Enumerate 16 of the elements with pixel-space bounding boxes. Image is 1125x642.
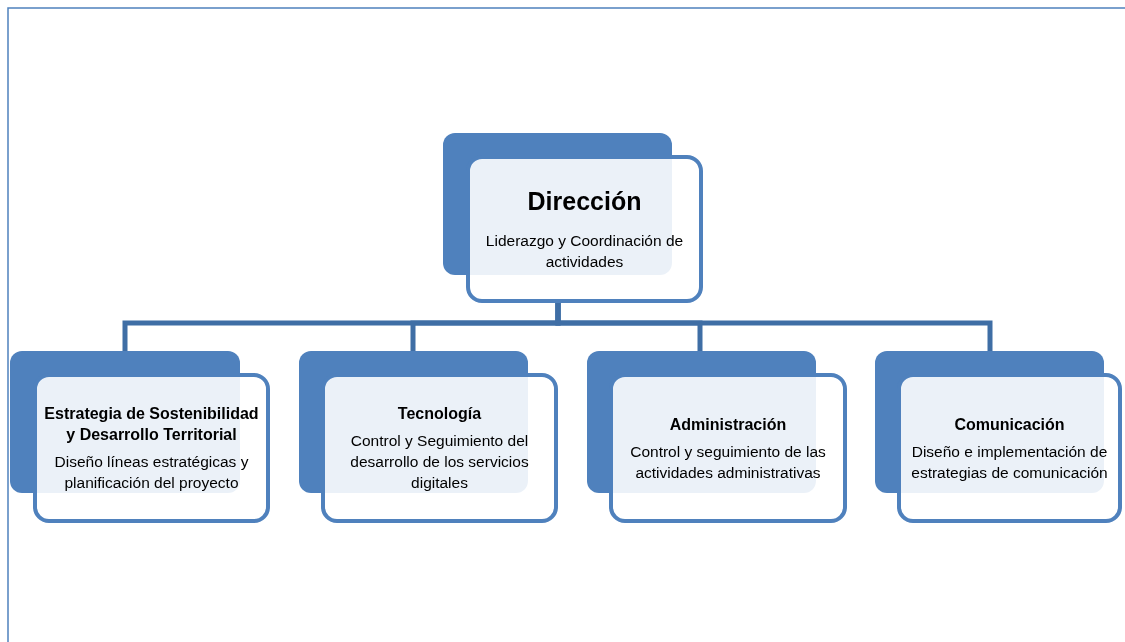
org-chart-box <box>10 351 270 523</box>
org-chart-box <box>443 133 703 303</box>
box-description: Diseño líneas estratégicas y planificación del proyecto <box>53 452 250 493</box>
box-description: Control y seguimiento de las actividades administrativas <box>629 441 827 483</box>
box-heading: Comunicación <box>954 414 1065 435</box>
org-chart-box <box>299 351 558 523</box>
box-heading: Tecnología <box>397 404 482 424</box>
box-description: Diseño e implementación de estrategias de comunicación <box>910 441 1109 483</box>
org-chart-box <box>587 351 847 523</box>
box-description: Liderazgo y Coordinación de actividades <box>484 231 685 272</box>
box-heading: Administración <box>669 414 787 435</box>
connector-line <box>555 303 993 351</box>
box-heading: Dirección <box>527 186 642 216</box>
box-description: Control y Seguimiento del desarrollo de los servicios digitales <box>349 431 530 493</box>
box-heading: Estrategia de Sostenibilidad y Desarrollo Territorial <box>43 404 260 445</box>
org-chart-box <box>875 351 1122 523</box>
